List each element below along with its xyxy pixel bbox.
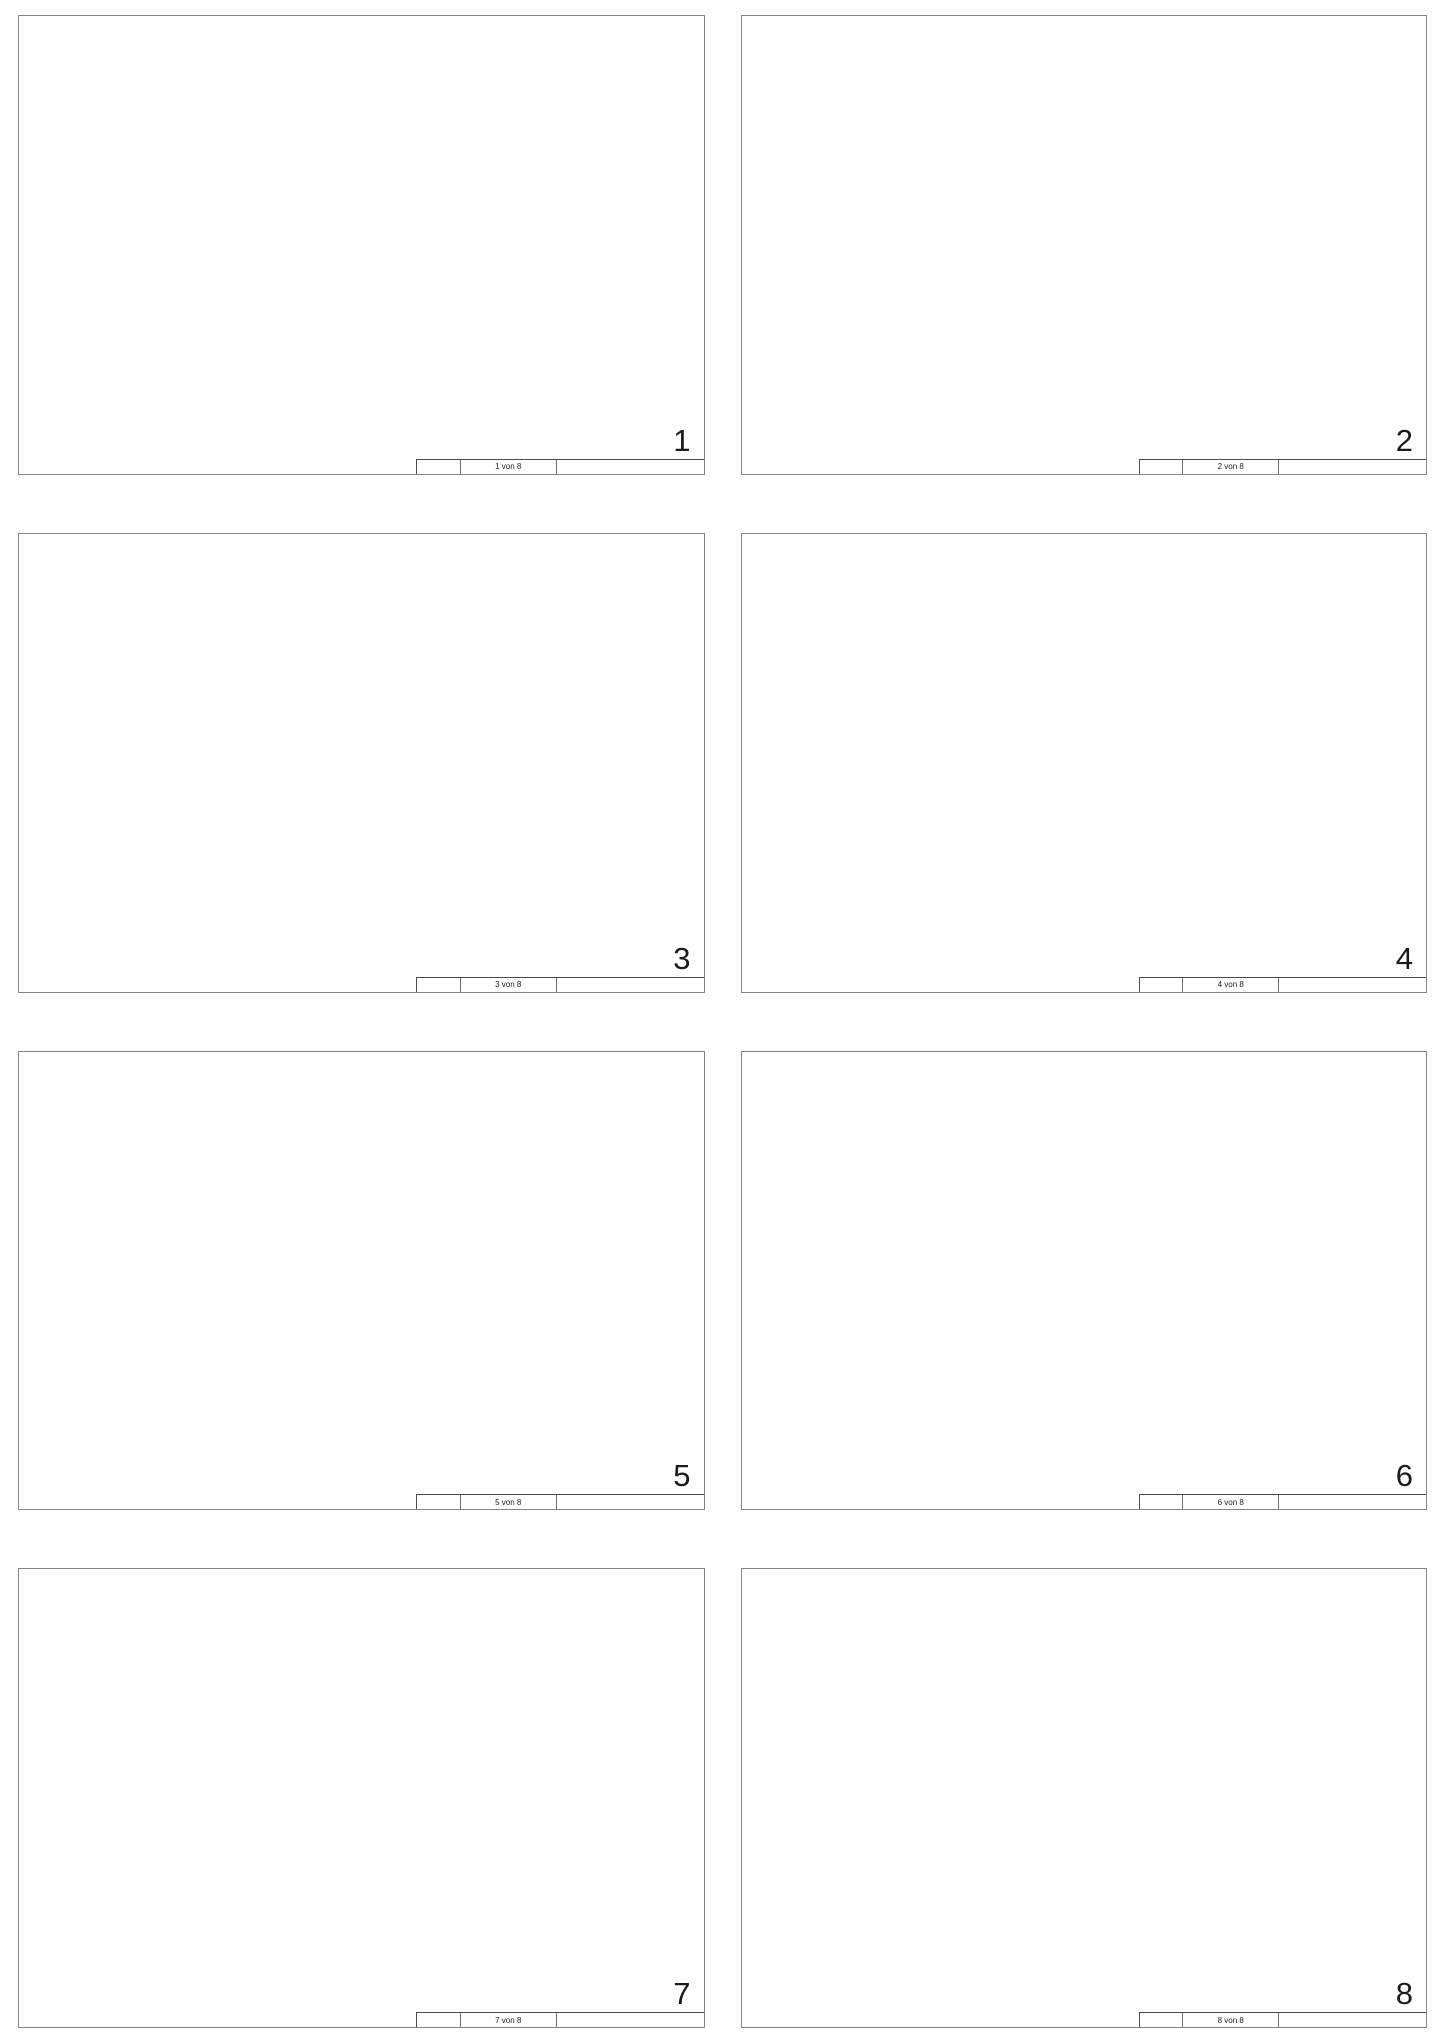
panel-step-4: 4 4 von 8 <box>740 532 1427 993</box>
sheet-caption: 8 von 8 <box>1183 2013 1279 2027</box>
title-block-cell <box>1279 460 1426 474</box>
illustration-step-5 <box>19 1052 704 1510</box>
title-block-cell <box>1140 977 1184 992</box>
panel-step-1: 1 1 von 8 <box>18 15 705 475</box>
panel-step-8: 8 8 von 8 <box>740 1568 1427 2028</box>
title-block-cell <box>1279 2013 1426 2027</box>
title-block-cell <box>557 460 704 474</box>
panel-step-7: 7 7 von 8 <box>18 1568 705 2028</box>
title-block: 8 von 8 <box>1138 2012 1426 2027</box>
illustration-step-1 <box>19 16 704 474</box>
title-block-cell <box>1140 1495 1184 1510</box>
step-number: 4 <box>1395 940 1413 976</box>
step-number: 3 <box>673 940 691 976</box>
title-block-cell <box>1140 459 1184 474</box>
title-block-cell <box>557 2013 704 2027</box>
panel-step-2: 2 2 von 8 <box>740 15 1427 475</box>
sheet-caption: 5 von 8 <box>461 1495 557 1510</box>
sheet-caption: 1 von 8 <box>461 459 557 474</box>
illustration-step-3 <box>19 534 704 992</box>
sheet-caption: 3 von 8 <box>461 977 557 992</box>
title-block-cell <box>557 978 704 992</box>
title-block-cell <box>417 1495 461 1510</box>
title-block: 3 von 8 <box>416 976 704 992</box>
title-block: 6 von 8 <box>1138 1494 1426 1510</box>
illustration-step-4 <box>742 534 1427 992</box>
step-number: 1 <box>673 422 691 458</box>
illustration-step-8 <box>742 1569 1427 2027</box>
title-block-cell <box>557 1495 704 1509</box>
step-number: 6 <box>1395 1458 1413 1494</box>
title-block: 7 von 8 <box>416 2012 704 2027</box>
sheet-caption: 6 von 8 <box>1183 1495 1279 1510</box>
sheet-caption: 2 von 8 <box>1183 459 1279 474</box>
title-block: 1 von 8 <box>416 458 704 474</box>
title-block: 2 von 8 <box>1138 458 1426 474</box>
panel-step-3: 3 3 von 8 <box>18 532 705 993</box>
step-number: 7 <box>673 1976 691 2011</box>
title-block: 5 von 8 <box>416 1494 704 1510</box>
title-block-cell <box>1279 978 1426 992</box>
step-number: 5 <box>673 1458 691 1494</box>
title-block-cell <box>417 977 461 992</box>
sheet-caption: 4 von 8 <box>1183 977 1279 992</box>
title-block-cell <box>1140 2013 1184 2027</box>
sheet-caption: 7 von 8 <box>461 2013 557 2027</box>
title-block-cell <box>417 459 461 474</box>
panel-step-5: 5 5 von 8 <box>18 1050 705 1511</box>
step-number: 8 <box>1395 1976 1413 2011</box>
step-number: 2 <box>1395 422 1413 458</box>
illustration-step-7 <box>19 1569 704 2027</box>
panel-step-6: 6 6 von 8 <box>740 1050 1427 1511</box>
illustration-step-6 <box>742 1052 1427 1510</box>
title-block-cell <box>417 2013 461 2027</box>
title-block-cell <box>1279 1495 1426 1509</box>
illustration-step-2 <box>742 16 1427 474</box>
title-block: 4 von 8 <box>1138 976 1426 992</box>
